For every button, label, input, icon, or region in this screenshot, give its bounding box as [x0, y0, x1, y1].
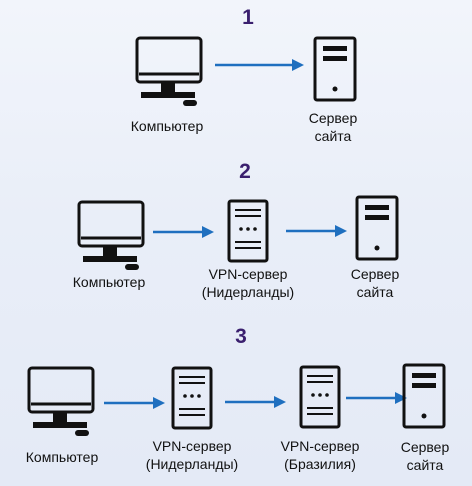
site-server-label-line1: Сервер: [308, 110, 358, 126]
arrow-3-3: [346, 392, 407, 404]
computer-label: Компьютер: [25, 449, 99, 465]
desktop-computer-icon: [77, 200, 145, 270]
vpn-brazil-label-line1: VPN-сервер: [280, 438, 360, 454]
vpn-server-icon: [171, 366, 213, 430]
arrow-3-1: [104, 397, 165, 409]
computer-label: Компьютер: [72, 274, 146, 290]
desktop-computer-icon: [27, 366, 95, 436]
arrow-3-2: [225, 396, 286, 408]
vpn-server-icon: [299, 365, 341, 429]
site-server-label-line2: сайта: [406, 457, 444, 473]
scenario-1-number: 1: [242, 6, 254, 29]
arrow-2-1: [153, 226, 214, 238]
web-server-icon: [313, 36, 357, 102]
site-server-label-line1: Сервер: [400, 439, 450, 455]
site-server-label-line2: сайта: [314, 128, 352, 144]
vpn-netherlands-label-line1: VPN-сервер: [208, 266, 288, 282]
vpn-server-icon: [227, 199, 269, 263]
site-server-label-line2: сайта: [356, 284, 394, 300]
arrow-2-2: [286, 225, 347, 237]
web-server-icon: [355, 195, 399, 261]
vpn-brazil-label-line2: (Бразилия): [284, 456, 356, 472]
vpn-netherlands-label-line1: VPN-сервер: [152, 438, 232, 454]
web-server-icon: [402, 363, 446, 429]
vpn-netherlands-label-line2: (Нидерланды): [201, 284, 295, 300]
scenario-3-number: 3: [235, 325, 247, 348]
desktop-computer-icon: [135, 36, 203, 106]
scenario-2-number: 2: [239, 160, 251, 183]
vpn-netherlands-label-line2: (Нидерланды): [145, 456, 239, 472]
arrow-1-1: [215, 59, 304, 71]
computer-label: Компьютер: [130, 118, 204, 134]
site-server-label-line1: Сервер: [350, 266, 400, 282]
